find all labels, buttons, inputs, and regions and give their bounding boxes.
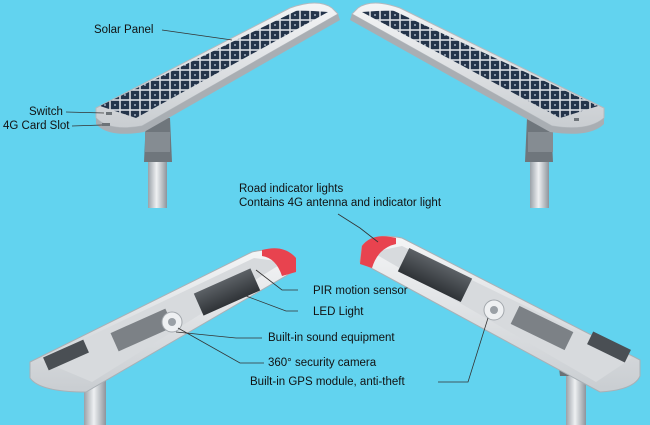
label-security-camera: 360° security camera	[268, 357, 377, 369]
indicator-light	[262, 248, 296, 276]
label-pir-sensor: PIR motion sensor	[313, 285, 408, 297]
leader-pir	[255, 269, 298, 291]
callout-lines	[65, 29, 489, 383]
pole	[148, 160, 167, 208]
label-led-light: LED Light	[313, 306, 364, 318]
leader-switch	[65, 111, 105, 114]
label-sound-equipment: Built-in sound equipment	[268, 332, 395, 344]
leader-gps	[438, 317, 489, 383]
leader-sound	[175, 331, 262, 339]
lamp-top-left	[95, 2, 340, 208]
leader-solar-panel	[161, 29, 233, 41]
solar-panel	[362, 10, 598, 118]
led-module	[397, 247, 473, 303]
leader-led	[245, 295, 298, 312]
pole	[530, 160, 549, 208]
label-card-slot: 4G Card Slot	[3, 120, 70, 132]
label-switch: Switch	[29, 106, 63, 118]
label-solar-panel: Solar Panel	[94, 24, 154, 36]
label-road-indicator-title: Road indicator lights	[239, 183, 344, 195]
switch-port	[106, 112, 112, 115]
lamp-bottom-right	[359, 235, 641, 425]
solar-panel	[100, 10, 328, 118]
card-slot-port	[102, 123, 110, 126]
leader-road-indicator	[337, 213, 379, 243]
label-road-indicator-detail: Contains 4G antenna and indicator light	[239, 197, 442, 209]
indicator-light	[360, 236, 396, 268]
lamp-bottom-left	[29, 248, 297, 425]
leader-card-slot	[71, 124, 103, 127]
led-module	[193, 268, 261, 316]
lamp-top-right	[350, 2, 605, 208]
label-gps-module: Built-in GPS module, anti-theft	[250, 376, 405, 388]
pole	[566, 372, 586, 425]
leader-camera	[177, 327, 264, 364]
